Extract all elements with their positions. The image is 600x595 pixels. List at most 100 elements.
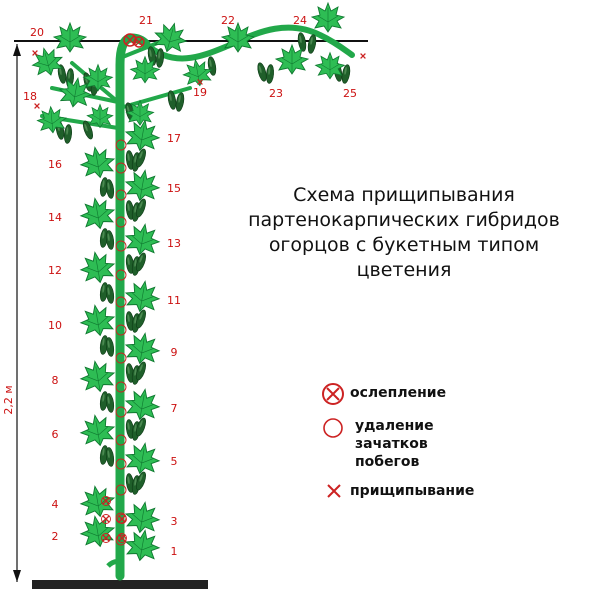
diagram-title: Схема прищипывания партенокарпических ги… [228,183,580,283]
leaf-node-14 [79,197,116,230]
removal-circle-mark-4 [115,458,127,470]
pinch-mark-25 [360,53,366,59]
cucumbers [55,32,351,495]
lower-pinch-mark-3 [102,534,110,542]
cucumber-upper-18 [341,64,351,84]
legend-blinding: ослепление [350,385,447,401]
node-label-22: 22 [221,14,235,27]
leaf-upper-9 [220,21,256,53]
leaf-upper-10 [274,43,310,75]
title-line-3: огорцов с букетным типом [268,234,540,256]
cucumber-node-12-b [105,284,115,304]
leaf-node-9 [124,332,161,365]
height-label: 2,2 м [2,385,15,414]
cucumber-node-8-b [105,393,115,413]
leaf-node-11 [124,280,161,313]
leaf-node-8 [79,360,116,393]
marks [32,33,366,546]
node-label-14: 14 [48,211,62,224]
removal-circle-mark-8 [115,352,127,364]
node-label-21: 21 [139,14,153,27]
leaf-upper-3 [58,76,93,108]
leaves [31,1,346,562]
legend-removal-line-2: зачатков [355,436,428,452]
cucumber-upper-14 [266,64,274,84]
leaf-upper-2 [31,47,64,76]
node-label-4: 4 [52,498,59,511]
leaf-node-1 [124,529,161,562]
node-label-18: 18 [23,90,37,103]
leaf-upper-7 [154,22,188,53]
removal-circle-mark-16 [115,139,127,151]
ground [32,580,208,589]
leaf-upper-11 [310,1,346,33]
node-label-1: 1 [171,545,178,558]
cucumber-node-11-c [136,309,146,329]
lower-pinch-mark-2 [102,515,110,523]
removal-circle-mark-5 [115,434,127,446]
blinding-mark-21a-x [125,35,135,45]
leaf-node-2 [79,515,116,548]
cucumber-upper-15 [297,32,307,52]
leaf-upper-12 [314,51,346,80]
leaf-upper-13 [125,99,155,126]
cucumber-upper-11 [175,92,185,112]
leaf-node-12 [79,251,116,284]
removal-circle-mark-14 [115,189,127,201]
node-label-13: 13 [167,237,181,250]
node-label-12: 12 [48,264,62,277]
node-label-11: 11 [167,294,181,307]
cucumber-node-16-b [105,179,115,199]
removal-circle-icon [323,418,343,438]
node-label-16: 16 [48,158,62,171]
node-label-24: 24 [293,14,307,27]
cucumber-upper-1 [57,64,67,84]
leaf-upper-4 [36,105,68,134]
legend-pinching: прищипывание [350,483,475,499]
lower-pinch-mark-4 [118,515,126,523]
leaf-upper-8 [182,58,213,87]
leaf-node-10 [79,304,116,337]
leaf-node-3 [124,501,161,534]
lower-removal-mark-5 [117,533,127,543]
node-label-9: 9 [171,346,178,359]
removal-circle-mark-15 [115,162,127,174]
cucumber-upper-16 [307,34,317,54]
cucumber-upper-13 [257,62,267,82]
title-line-2: партенокарпических гибридов [248,209,560,231]
legend-removal: удаление зачатков побегов [355,417,434,471]
cucumber-node-13-c [136,252,146,272]
removal-circle-mark-10 [115,296,127,308]
leaf-node-16 [79,146,116,179]
blinding-mark-21a [123,33,137,47]
node-label-6: 6 [52,428,59,441]
base-sprout [106,559,121,568]
cucumber-node-6-b [105,447,115,467]
cucumber-node-15-c [136,198,146,218]
cucumber-upper-10 [167,90,177,110]
leaf-node-6 [79,414,116,447]
removal-circle-mark-11 [115,269,127,281]
removal-circle-mark-9 [115,324,127,336]
leaf-upper-1 [52,21,88,53]
node-label-10: 10 [48,319,62,332]
height-measure [13,44,21,582]
leaf-node-15 [124,169,161,202]
removal-circle-mark-12 [115,240,127,252]
blinding-circle-x-icon [322,383,344,405]
node-label-17: 17 [167,132,181,145]
lower-removal-mark-2 [101,514,111,524]
cucumber-node-14-b [105,230,115,250]
removal-circle-mark-13 [115,216,127,228]
leaf-node-17 [124,119,161,152]
pinch-mark-20 [32,50,38,56]
pinch-mark-18 [34,103,40,109]
lower-removal-mark-1 [101,496,111,506]
node-label-15: 15 [167,182,181,195]
removal-circle-mark-6 [115,406,127,418]
leaf-node-13 [124,223,161,256]
node-label-3: 3 [171,515,178,528]
leaf-node-4 [79,485,116,518]
